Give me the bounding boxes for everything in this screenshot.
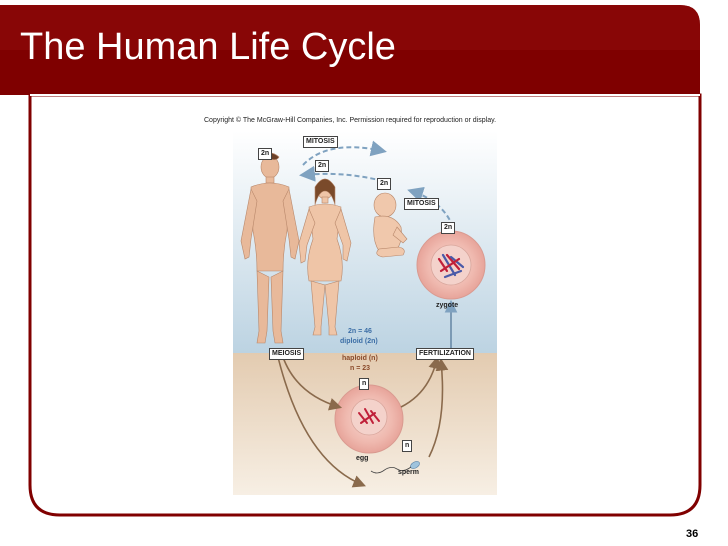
egg-to-fertilization-arrow — [400, 355, 442, 408]
diploid-label: diploid (2n) — [340, 338, 378, 345]
baby-ploidy-label: 2n — [377, 178, 392, 190]
sperm-to-fertilization-arrow — [428, 357, 449, 458]
zygote-label: zygote — [436, 302, 459, 309]
egg-cell — [334, 384, 404, 454]
sperm-ploidy-label: n — [402, 440, 413, 452]
woman-figure — [298, 178, 352, 336]
woman-ploidy-label: 2n — [315, 160, 330, 172]
copyright-notice: Copyright © The McGraw-Hill Companies, I… — [204, 117, 497, 124]
sperm-cell — [370, 461, 420, 474]
frame-border — [28, 93, 702, 517]
diploid-count: 2n = 46 — [348, 328, 372, 335]
mitosis-label-right: MITOSIS — [404, 198, 439, 210]
fertilization-label: FERTILIZATION — [416, 348, 474, 360]
title-bar-gradient — [0, 5, 700, 50]
mitosis-arrow-man — [299, 165, 384, 182]
mitosis-label-top: MITOSIS — [303, 136, 338, 148]
baby-figure — [373, 192, 408, 258]
page-number: 36 — [686, 528, 699, 540]
man-figure — [240, 152, 300, 344]
egg-ploidy-label: n — [359, 378, 370, 390]
sperm-label: sperm — [398, 469, 420, 476]
life-cycle-diagram — [233, 131, 497, 495]
egg-label: egg — [356, 455, 369, 462]
man-ploidy-label: 2n — [258, 148, 273, 160]
mitosis-arrow-top — [302, 140, 387, 166]
haploid-label: haploid (n) — [342, 355, 378, 362]
meiosis-arrow-sperm — [276, 352, 366, 488]
meiosis-label: MEIOSIS — [269, 348, 305, 360]
slide-title: The Human Life Cycle — [20, 26, 396, 68]
haploid-count: n = 23 — [350, 365, 371, 372]
zygote-ploidy-label: 2n — [441, 222, 456, 234]
zygote-cell — [416, 230, 486, 300]
